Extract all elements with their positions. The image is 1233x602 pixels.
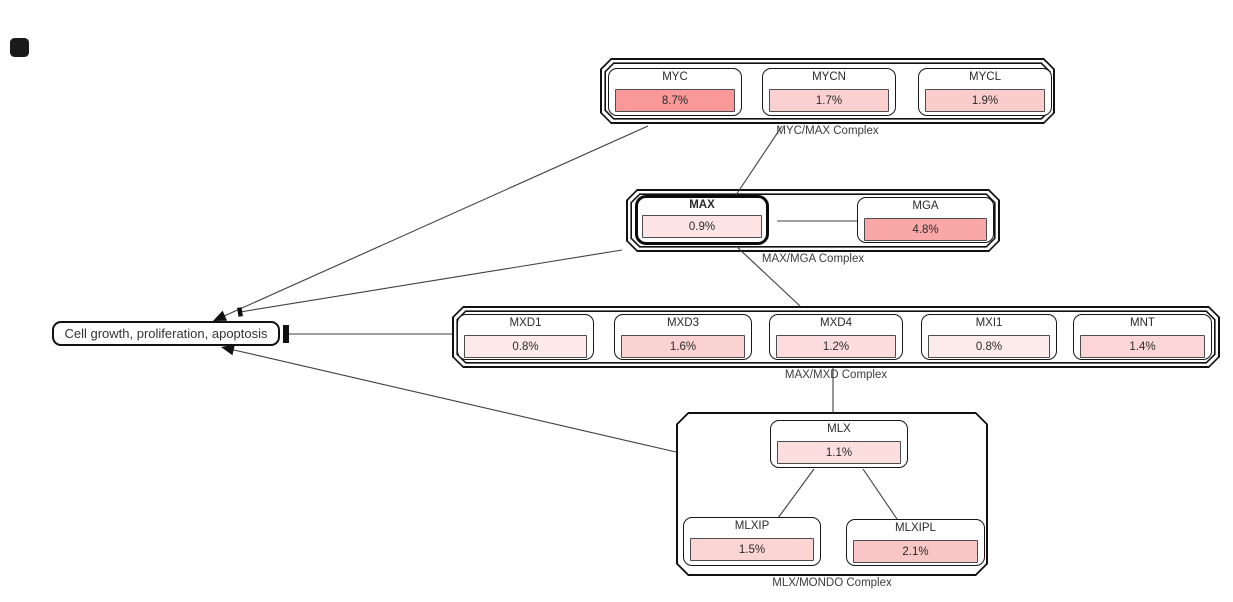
gene-frequency-box: 8.7%	[615, 89, 735, 112]
process-node-cell-growth[interactable]: Cell growth, proliferation, apoptosis	[52, 321, 280, 346]
corner-marker-icon	[10, 38, 29, 57]
edge-mycmax-process	[213, 125, 649, 321]
gene-symbol: MYC	[662, 71, 688, 83]
gene-node-myc[interactable]: MYC 8.7%	[608, 68, 742, 116]
gene-frequency-box: 4.8%	[864, 218, 987, 241]
complex-label: MAX/MXD Complex	[784, 369, 888, 381]
complex-label: MLX/MONDO Complex	[772, 577, 892, 589]
complex-label: MAX/MGA Complex	[761, 253, 865, 265]
gene-node-mycl[interactable]: MYCL 1.9%	[918, 68, 1052, 116]
gene-frequency-box: 2.1%	[853, 540, 978, 563]
gene-frequency-box: 1.5%	[690, 538, 814, 561]
gene-symbol: MLX	[827, 423, 851, 435]
gene-node-mlx[interactable]: MLX 1.1%	[770, 420, 908, 468]
gene-symbol: MLXIPL	[895, 522, 936, 534]
gene-symbol: MNT	[1130, 317, 1155, 329]
gene-symbol: MLXIP	[734, 520, 770, 532]
gene-symbol: MXD4	[820, 317, 852, 329]
gene-node-mxd3[interactable]: MXD3 1.6%	[614, 314, 752, 360]
gene-frequency-box: 1.2%	[776, 335, 896, 358]
gene-frequency-box: 1.4%	[1080, 335, 1205, 358]
complex-max-mga[interactable]: MAX 0.9% MGA 4.8% MAX/MGA Complex	[626, 189, 1000, 265]
gene-symbol: MAX	[689, 199, 715, 211]
gene-node-mlxipl[interactable]: MLXIPL 2.1%	[846, 519, 985, 566]
gene-node-mga[interactable]: MGA 4.8%	[857, 197, 994, 243]
gene-symbol: MYCL	[969, 71, 1001, 83]
gene-frequency-box: 0.8%	[464, 335, 587, 358]
gene-frequency-box: 0.9%	[642, 215, 762, 238]
gene-node-mxi1[interactable]: MXI1 0.8%	[921, 314, 1057, 360]
gene-frequency-box: 1.9%	[925, 89, 1045, 112]
gene-frequency-box: 1.7%	[769, 89, 889, 112]
gene-symbol: MXD3	[667, 317, 699, 329]
gene-node-mxd1[interactable]: MXD1 0.8%	[457, 314, 594, 360]
gene-symbol: MXD1	[509, 317, 542, 329]
gene-frequency-box: 1.6%	[621, 335, 745, 358]
gene-frequency-box: 1.1%	[777, 441, 901, 464]
gene-node-mnt[interactable]: MNT 1.4%	[1073, 314, 1212, 360]
complex-mlx-mondo[interactable]: MLX 1.1% MLXIP 1.5% MLXIPL 2.1% MLX/MOND…	[676, 412, 988, 589]
complex-label: MYC/MAX Complex	[776, 125, 879, 137]
gene-symbol: MGA	[912, 200, 939, 212]
gene-symbol: MXI1	[975, 317, 1003, 329]
complex-max-mxd[interactable]: MXD1 0.8% MXD3 1.6% MXD4 1.2% MXI1 0.8% …	[452, 306, 1220, 381]
gene-symbol: MYCN	[812, 71, 846, 83]
gene-node-mxd4[interactable]: MXD4 1.2%	[769, 314, 903, 360]
gene-node-mycn[interactable]: MYCN 1.7%	[762, 68, 896, 116]
gene-frequency-box: 0.8%	[928, 335, 1050, 358]
complex-myc-max[interactable]: MYC 8.7% MYCN 1.7% MYCL 1.9% MYC/MAX Com…	[600, 58, 1055, 137]
gene-node-mlxip[interactable]: MLXIP 1.5%	[683, 517, 821, 566]
edge-maxmxd-process	[283, 325, 452, 343]
gene-node-max[interactable]: MAX 0.9%	[635, 195, 769, 245]
